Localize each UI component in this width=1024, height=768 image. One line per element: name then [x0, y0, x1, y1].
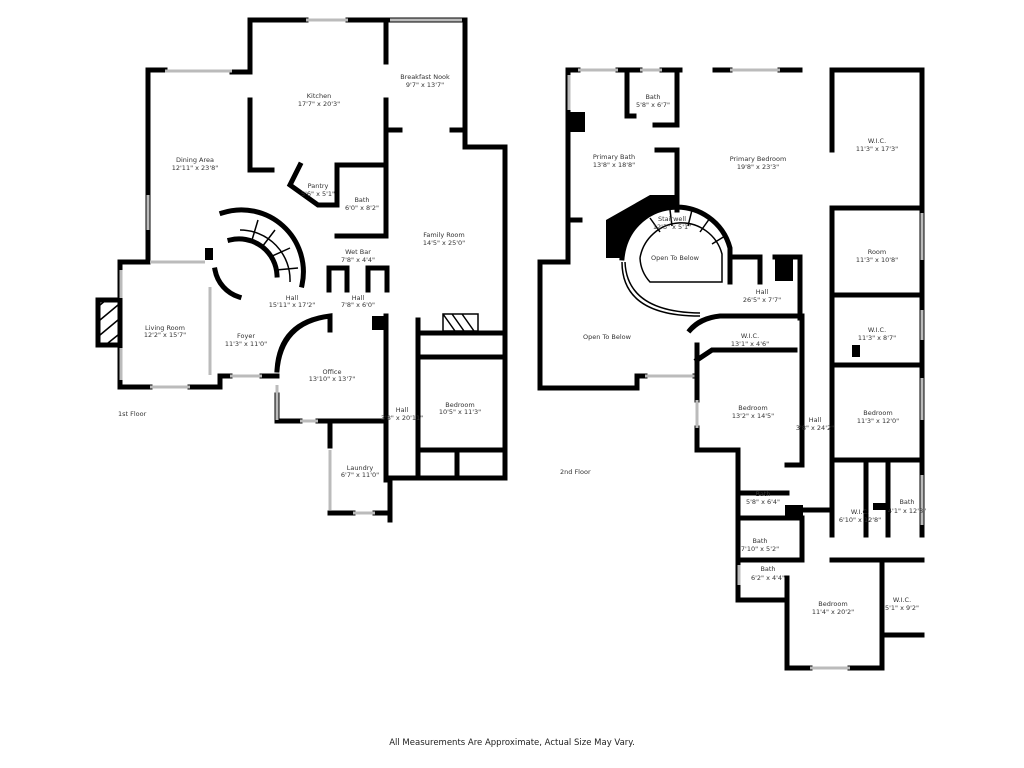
- room-name: Primary Bath: [593, 153, 635, 161]
- room-size: 12'2" x 15'7": [144, 331, 186, 339]
- room-size: 11'3" x 8'7": [858, 334, 896, 342]
- room-size: 3'8" x 24'2": [796, 424, 834, 432]
- room-name: W.I.C.: [868, 326, 886, 334]
- room-size: 6'0" x 8'2": [345, 204, 379, 212]
- floor-label: 1st Floor: [118, 410, 147, 418]
- room-name: Bath: [760, 565, 775, 573]
- room-size: 11'3" x 12'0": [857, 417, 899, 425]
- room-name: Bedroom: [445, 401, 474, 409]
- room-name: Bath: [899, 498, 914, 506]
- room-size: 13'2" x 14'5": [732, 412, 774, 420]
- room-size: 11'3" x 17'3": [856, 145, 898, 153]
- room-name: Kitchen: [307, 92, 331, 100]
- floor-label: 2nd Floor: [560, 468, 591, 476]
- room-name: W.I.C.: [741, 332, 759, 340]
- room-name: Dining Area: [176, 156, 214, 164]
- room-name: Breakfast Nook: [400, 73, 450, 81]
- room-size: 10'5" x 11'3": [439, 408, 481, 416]
- room-size: 12'11" x 23'8": [172, 164, 218, 172]
- room-size: 26'5" x 7'7": [743, 296, 781, 304]
- room-name: Office: [323, 368, 342, 376]
- room-name: Hall: [756, 288, 769, 296]
- room-name: Hall: [396, 406, 409, 414]
- room-name: Bedroom: [863, 409, 892, 417]
- room-name: Hall: [352, 294, 365, 302]
- room-size: 15'11" x 17'2": [269, 301, 315, 309]
- room-size: 3'8" x 20'11": [381, 414, 423, 422]
- room-size: 11'3" x 11'0": [225, 340, 267, 348]
- room-name: Hall: [286, 294, 299, 302]
- room-size: 5'6" x 5'1": [301, 190, 335, 198]
- room-size: 11'3" x 10'8": [856, 256, 898, 264]
- room-name: Open To Below: [651, 254, 700, 262]
- room-name: Living Room: [145, 324, 185, 332]
- room-size: 5'1" x 9'2": [885, 604, 919, 612]
- room-name: Family Room: [423, 231, 465, 239]
- room-size: 14'5" x 25'0": [423, 239, 465, 247]
- room-size: 5'8" x 6'7": [636, 101, 670, 109]
- room-name: Bedroom: [738, 404, 767, 412]
- room-size: 17'7" x 20'3": [298, 100, 340, 108]
- room-name: Bath: [755, 490, 770, 498]
- room-size: 19'8" x 23'3": [737, 163, 779, 171]
- room-name: W.I.C.: [868, 137, 886, 145]
- room-name: Stairwell: [658, 215, 686, 223]
- footer-note: All Measurements Are Approximate, Actual…: [389, 738, 635, 748]
- second-floor-labels: Bath 5'8" x 6'7" Primary Bath 13'8" x 18…: [560, 93, 926, 616]
- room-size: 11'4" x 20'2": [812, 608, 854, 616]
- room-name: Bath: [354, 196, 369, 204]
- room-size: 9'7" x 13'7": [406, 81, 444, 89]
- room-name: W.I.C.: [893, 596, 911, 604]
- room-size: 6'7" x 11'0": [341, 471, 379, 479]
- room-name: Hall: [809, 416, 822, 424]
- first-floor-labels: Kitchen 17'7" x 20'3" Breakfast Nook 9'7…: [118, 73, 481, 479]
- room-size: 5'8" x 6'4": [746, 498, 780, 506]
- room-size: 7'8" x 6'0": [341, 301, 375, 309]
- room-name: W.I.C.: [851, 508, 869, 516]
- room-name: Room: [868, 248, 887, 256]
- room-size: 13'8" x 18'8": [593, 161, 635, 169]
- room-size: 13'10" x 13'7": [309, 375, 355, 383]
- room-name: Primary Bedroom: [730, 155, 787, 163]
- room-name: Wet Bar: [345, 248, 371, 256]
- room-size: 12'3" x 5'1": [653, 223, 691, 231]
- room-name: Open To Below: [583, 333, 632, 341]
- room-size: 6'2" x 4'4": [751, 574, 785, 582]
- first-floor-walls: [95, 17, 508, 523]
- room-size: 6'10" x 12'8": [839, 516, 881, 524]
- room-name: Bath: [645, 93, 660, 101]
- room-size: 7'10" x 5'2": [741, 545, 779, 553]
- room-size: 7'8" x 4'4": [341, 256, 375, 264]
- room-name: Bedroom: [818, 600, 847, 608]
- room-name: Pantry: [308, 182, 329, 190]
- room-name: Laundry: [347, 464, 374, 472]
- room-size: 4'1" x 12'8": [888, 507, 926, 515]
- room-name: Foyer: [237, 332, 255, 340]
- room-size: 13'1" x 4'6": [731, 340, 769, 348]
- second-floor-walls: [537, 67, 925, 671]
- room-name: Bath: [752, 537, 767, 545]
